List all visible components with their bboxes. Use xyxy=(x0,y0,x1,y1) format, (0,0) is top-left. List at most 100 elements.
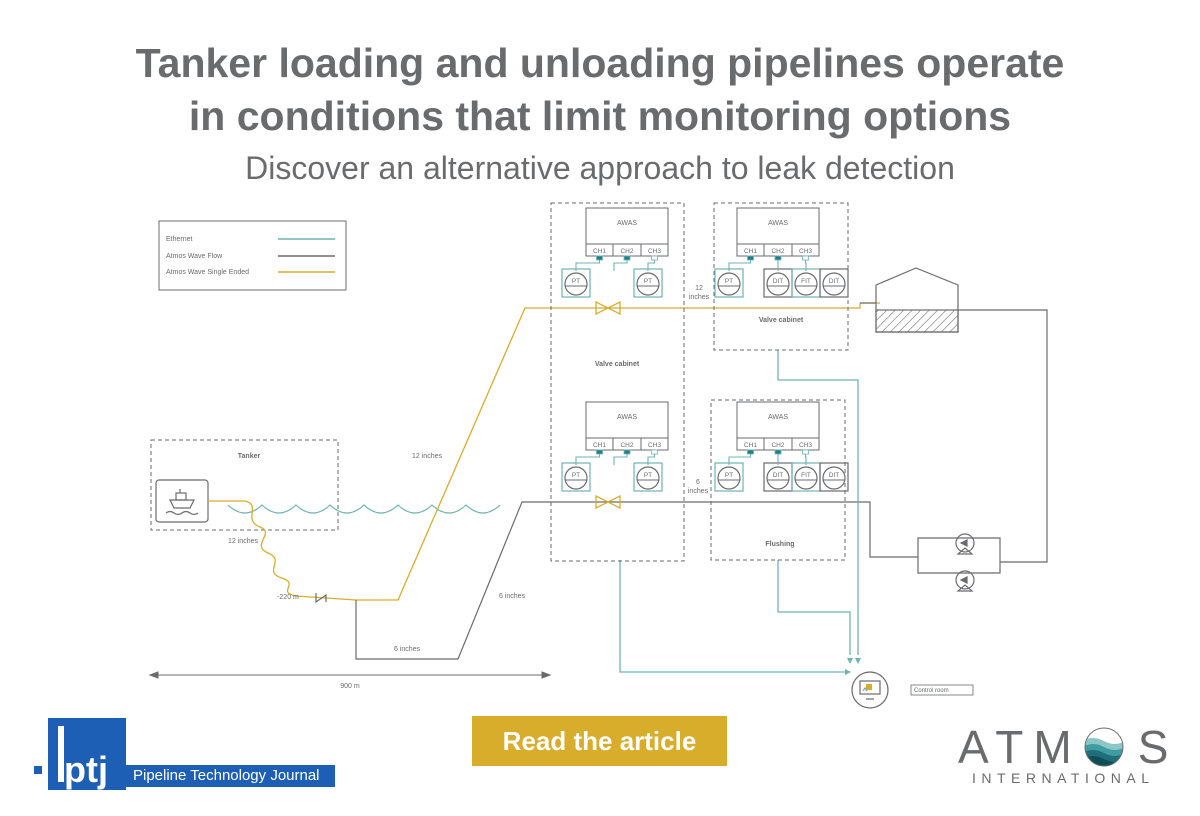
control-room-label: Control room xyxy=(914,688,949,694)
valve-cabinet-left: Valve cabinet xyxy=(550,202,685,562)
channel-port xyxy=(651,449,658,455)
channel-port xyxy=(623,449,631,455)
channel-port xyxy=(774,255,782,261)
sensor-label: FIT xyxy=(801,472,811,479)
pipe-label-6-line1: 6 xyxy=(696,479,700,486)
legend-label-ethernet: Ethernet xyxy=(166,236,193,243)
dit-sensor-right-upper-2: DIT xyxy=(819,268,849,298)
pump-icon-lower xyxy=(955,570,975,592)
channel-port xyxy=(651,255,658,261)
pt-sensor-left-lower-2: PT xyxy=(633,462,663,492)
flow-pipelines xyxy=(355,302,1048,660)
gate-valve-icon-lower xyxy=(595,494,621,510)
pipe-label-12-upper-line1: 12 xyxy=(695,285,703,292)
sensor-label: PT xyxy=(572,472,580,479)
fit-sensor-right-upper: FIT xyxy=(791,268,821,298)
pipe-label-6-inches-riser: 6 inches xyxy=(499,593,526,600)
sensor-label: PT xyxy=(644,472,652,479)
dit-sensor-flushing-2: DIT xyxy=(819,462,849,492)
subtitle: Discover an alternative approach to leak… xyxy=(245,150,955,186)
atmos-tagline: INTERNATIONAL xyxy=(972,770,1155,786)
ship-box xyxy=(155,479,209,523)
channel-label-2: CH2 xyxy=(771,442,784,449)
dit-sensor-flushing-1: DIT xyxy=(763,462,793,492)
pump-icon-upper xyxy=(955,533,975,555)
sensor-label: DIT xyxy=(773,278,784,285)
channel-label-1: CH1 xyxy=(744,442,757,449)
channel-port xyxy=(747,449,754,455)
atmos-wordmark-right: S xyxy=(1137,721,1179,773)
ptj-logo: ptj xyxy=(34,718,126,790)
awas-label: AWAS xyxy=(617,414,637,421)
flushing-label: Flushing xyxy=(765,541,794,548)
sensor-label: DIT xyxy=(829,472,840,479)
channel-label-1: CH1 xyxy=(744,248,757,255)
channel-label-2: CH2 xyxy=(620,442,633,449)
pipe-label-6-inches-bottom: 6 inches xyxy=(394,646,421,653)
ship-icon xyxy=(165,489,199,516)
channel-port xyxy=(747,255,754,261)
distance-marker xyxy=(148,671,552,679)
channel-port xyxy=(774,449,782,455)
channel-label-3: CH3 xyxy=(648,248,661,255)
headline-line-1: Tanker loading and unloading pipelines o… xyxy=(135,40,1065,86)
sensor-label: PT xyxy=(725,472,733,479)
awas-unit-left-upper: AWAS CH1 CH2 CH3 xyxy=(585,207,669,257)
awas-label: AWAS xyxy=(768,414,788,421)
atmos-wave-globe-icon xyxy=(1082,724,1128,767)
headline-line-2: in conditions that limit monitoring opti… xyxy=(188,93,1012,139)
valve-cabinet-right: Valve cabinet xyxy=(713,202,849,351)
awas-unit-flushing: AWAS CH1 CH2 CH3 xyxy=(736,401,820,451)
awas-unit-left-lower: AWAS CH1 CH2 CH3 xyxy=(585,401,669,451)
fit-sensor-flushing: FIT xyxy=(791,462,821,492)
atmos-wordmark: ATM S xyxy=(958,720,1178,774)
sensor-label: DIT xyxy=(829,278,840,285)
pt-sensor-flushing: PT xyxy=(714,462,744,492)
distance-label: 900 m xyxy=(340,683,360,690)
storage-tank-icon xyxy=(875,267,959,333)
channel-label-1: CH1 xyxy=(593,248,606,255)
channel-label-2: CH2 xyxy=(620,248,633,255)
channel-port xyxy=(802,255,809,261)
valve-cabinet-label-left: Valve cabinet xyxy=(595,361,640,368)
awas-label: AWAS xyxy=(768,220,788,227)
water-waves xyxy=(227,504,501,514)
sensor-label: PT xyxy=(572,278,580,285)
read-article-button[interactable]: Read the article xyxy=(472,716,727,766)
awas-label: AWAS xyxy=(617,220,637,227)
sensor-label: PT xyxy=(725,278,733,285)
ethernet-links xyxy=(619,350,859,673)
pt-sensor-left-lower-1: PT xyxy=(561,462,591,492)
valve-cabinet-label-right: Valve cabinet xyxy=(759,317,804,324)
pipe-label-12-inches-upper: 12 inches xyxy=(412,453,442,460)
tanker-label: Tanker xyxy=(238,453,261,460)
check-valve-icon xyxy=(315,593,327,604)
channel-port xyxy=(623,255,631,261)
pt-sensor-right-upper: PT xyxy=(714,268,744,298)
pt-sensor-left-upper-2: PT xyxy=(633,268,663,298)
sensor-label: FIT xyxy=(801,278,811,285)
channel-port xyxy=(596,255,603,261)
gate-valve-icon-upper xyxy=(595,300,621,316)
ptj-caption: Pipeline Technology Journal xyxy=(125,765,335,787)
channel-port xyxy=(802,449,809,455)
channel-port xyxy=(596,449,603,455)
pipe-label-12-upper-line2: inches xyxy=(689,294,710,301)
ptj-logo-text: ptj xyxy=(64,749,108,790)
channel-label-3: CH3 xyxy=(648,442,661,449)
legend-label-single-ended: Atmos Wave Single Ended xyxy=(166,269,249,276)
channel-label-3: CH3 xyxy=(799,442,812,449)
dit-sensor-right-upper-1: DIT xyxy=(763,268,793,298)
channel-label-1: CH1 xyxy=(593,442,606,449)
control-room-icon xyxy=(851,671,889,709)
channel-label-2: CH2 xyxy=(771,248,784,255)
ethernet-arrowheads xyxy=(845,658,861,675)
sensor-label: DIT xyxy=(773,472,784,479)
legend-label-flow: Atmos Wave Flow xyxy=(166,253,223,260)
pipe-label-12-inches-lower: 12 inches xyxy=(228,538,258,545)
atmos-wordmark-left: ATM xyxy=(958,721,1082,773)
depth-label: -220 m xyxy=(277,594,299,601)
